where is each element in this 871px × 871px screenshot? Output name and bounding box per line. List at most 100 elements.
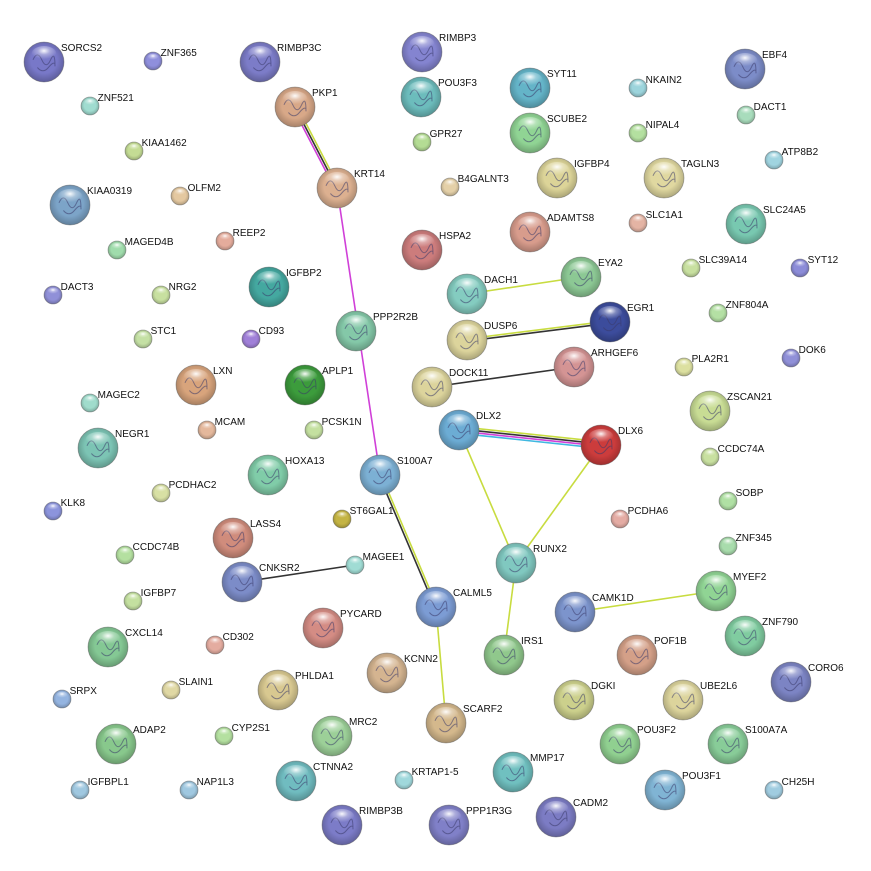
node-dgki[interactable]: DGKI (553, 679, 615, 721)
node-zscan21[interactable]: ZSCAN21 (689, 390, 772, 432)
node-ch25h[interactable]: CH25H (764, 777, 814, 800)
node-nap1l3[interactable]: NAP1L3 (179, 777, 234, 800)
node-krtap1-5[interactable]: KRTAP1-5 (394, 767, 459, 790)
node-maged4b[interactable]: MAGED4B (107, 237, 174, 260)
node-dusp6[interactable]: DUSP6 (446, 319, 518, 361)
node-srpx[interactable]: SRPX (52, 686, 97, 709)
node-olfm2[interactable]: OLFM2 (170, 183, 221, 206)
node-nipal4[interactable]: NIPAL4 (628, 120, 680, 143)
node-dok6[interactable]: DOK6 (781, 345, 826, 368)
node-cnksr2[interactable]: CNKSR2 (221, 561, 300, 603)
node-rimbp3b[interactable]: RIMBP3B (321, 804, 403, 846)
node-dlx6[interactable]: DLX6 (580, 424, 643, 466)
node-slain1[interactable]: SLAIN1 (161, 677, 214, 700)
node-kiaa1462[interactable]: KIAA1462 (124, 138, 187, 161)
node-ppp1r3g[interactable]: PPP1R3G (428, 804, 512, 846)
node-rimbp3c[interactable]: RIMBP3C (239, 41, 321, 83)
node-nkain2[interactable]: NKAIN2 (628, 75, 682, 98)
node-sobp[interactable]: SOBP (718, 488, 764, 511)
node-pou3f3[interactable]: POU3F3 (400, 76, 477, 118)
node-adamts8[interactable]: ADAMTS8 (509, 211, 595, 253)
node-znf365[interactable]: ZNF365 (143, 48, 197, 71)
node-calml5[interactable]: CALML5 (415, 586, 492, 628)
node-mrc2[interactable]: MRC2 (311, 715, 378, 757)
node-ube2l6[interactable]: UBE2L6 (662, 679, 738, 721)
node-dlx2[interactable]: DLX2 (438, 409, 501, 451)
node-eya2[interactable]: EYA2 (560, 256, 623, 298)
node-dact1[interactable]: DACT1 (736, 102, 787, 125)
node-igfbp4[interactable]: IGFBP4 (536, 157, 610, 199)
node-mmp17[interactable]: MMP17 (492, 751, 565, 793)
node-gpr27[interactable]: GPR27 (412, 129, 463, 152)
node-klk8[interactable]: KLK8 (43, 498, 86, 521)
node-magee1[interactable]: MAGEE1 (345, 552, 405, 575)
node-scarf2[interactable]: SCARF2 (425, 702, 503, 744)
node-hspa2[interactable]: HSPA2 (401, 229, 471, 271)
node-magec2[interactable]: MAGEC2 (80, 390, 140, 413)
node-slc1a1[interactable]: SLC1A1 (628, 210, 683, 233)
node-pkp1[interactable]: PKP1 (274, 86, 338, 128)
node-cxcl14[interactable]: CXCL14 (87, 626, 163, 668)
node-ppp2r2b[interactable]: PPP2R2B (335, 310, 418, 352)
node-coro6[interactable]: CORO6 (770, 661, 844, 703)
node-dact3[interactable]: DACT3 (43, 282, 94, 305)
node-hoxa13[interactable]: HOXA13 (247, 454, 325, 496)
node-dach1[interactable]: DACH1 (446, 273, 518, 315)
node-ccdc74a[interactable]: CCDC74A (700, 444, 765, 467)
node-igfbpl1[interactable]: IGFBPL1 (70, 777, 129, 800)
node-kcnn2[interactable]: KCNN2 (366, 652, 438, 694)
node-cadm2[interactable]: CADM2 (535, 796, 608, 838)
node-krt14[interactable]: KRT14 (316, 167, 385, 209)
node-ccdc74b[interactable]: CCDC74B (115, 542, 180, 565)
node-negr1[interactable]: NEGR1 (77, 427, 150, 469)
node-atp8b2[interactable]: ATP8B2 (764, 147, 819, 170)
node-b4galnt3[interactable]: B4GALNT3 (440, 174, 509, 197)
node-znf790[interactable]: ZNF790 (724, 615, 799, 657)
node-cd93[interactable]: CD93 (241, 326, 285, 349)
node-znf521[interactable]: ZNF521 (80, 93, 134, 116)
node-pycard[interactable]: PYCARD (302, 607, 382, 649)
node-dock11[interactable]: DOCK11 (411, 366, 489, 408)
node-pcsk1n[interactable]: PCSK1N (304, 417, 362, 440)
node-ebf4[interactable]: EBF4 (724, 48, 787, 90)
node-znf345[interactable]: ZNF345 (718, 533, 772, 556)
node-sorcs2[interactable]: SORCS2 (23, 41, 103, 83)
node-cd302[interactable]: CD302 (205, 632, 254, 655)
node-s100a7a[interactable]: S100A7A (707, 723, 788, 765)
node-pcdhac2[interactable]: PCDHAC2 (151, 480, 217, 503)
node-slc39a14[interactable]: SLC39A14 (681, 255, 747, 278)
node-s100a7[interactable]: S100A7 (359, 454, 433, 496)
node-aplp1[interactable]: APLP1 (284, 364, 354, 406)
node-slc24a5[interactable]: SLC24A5 (725, 203, 806, 245)
node-irs1[interactable]: IRS1 (483, 634, 544, 676)
node-igfbp7[interactable]: IGFBP7 (123, 588, 177, 611)
node-mcam[interactable]: MCAM (197, 417, 245, 440)
node-nrg2[interactable]: NRG2 (151, 282, 197, 305)
node-pou3f1[interactable]: POU3F1 (644, 769, 721, 811)
node-rimbp3[interactable]: RIMBP3 (401, 31, 477, 73)
node-ctnna2[interactable]: CTNNA2 (275, 760, 353, 802)
node-tagln3[interactable]: TAGLN3 (643, 157, 720, 199)
node-egr1[interactable]: EGR1 (589, 301, 655, 343)
node-syt12[interactable]: SYT12 (790, 255, 839, 278)
node-adap2[interactable]: ADAP2 (95, 723, 166, 765)
node-pcdha6[interactable]: PCDHA6 (610, 506, 669, 529)
node-scube2[interactable]: SCUBE2 (509, 112, 587, 154)
node-stc1[interactable]: STC1 (133, 326, 177, 349)
node-kiaa0319[interactable]: KIAA0319 (49, 184, 132, 226)
node-phlda1[interactable]: PHLDA1 (257, 669, 334, 711)
node-pla2r1[interactable]: PLA2R1 (674, 354, 729, 377)
node-pof1b[interactable]: POF1B (616, 634, 687, 676)
node-igfbp2[interactable]: IGFBP2 (248, 266, 322, 308)
node-camk1d[interactable]: CAMK1D (554, 591, 634, 633)
node-reep2[interactable]: REEP2 (215, 228, 266, 251)
node-cyp2s1[interactable]: CYP2S1 (214, 723, 270, 746)
node-myef2[interactable]: MYEF2 (695, 570, 767, 612)
node-st6gal1[interactable]: ST6GAL1 (332, 506, 394, 529)
node-arhgef6[interactable]: ARHGEF6 (553, 346, 639, 388)
node-lass4[interactable]: LASS4 (212, 517, 282, 559)
node-syt11[interactable]: SYT11 (509, 67, 577, 109)
node-znf804a[interactable]: ZNF804A (708, 300, 769, 323)
node-pou3f2[interactable]: POU3F2 (599, 723, 676, 765)
node-runx2[interactable]: RUNX2 (495, 542, 567, 584)
